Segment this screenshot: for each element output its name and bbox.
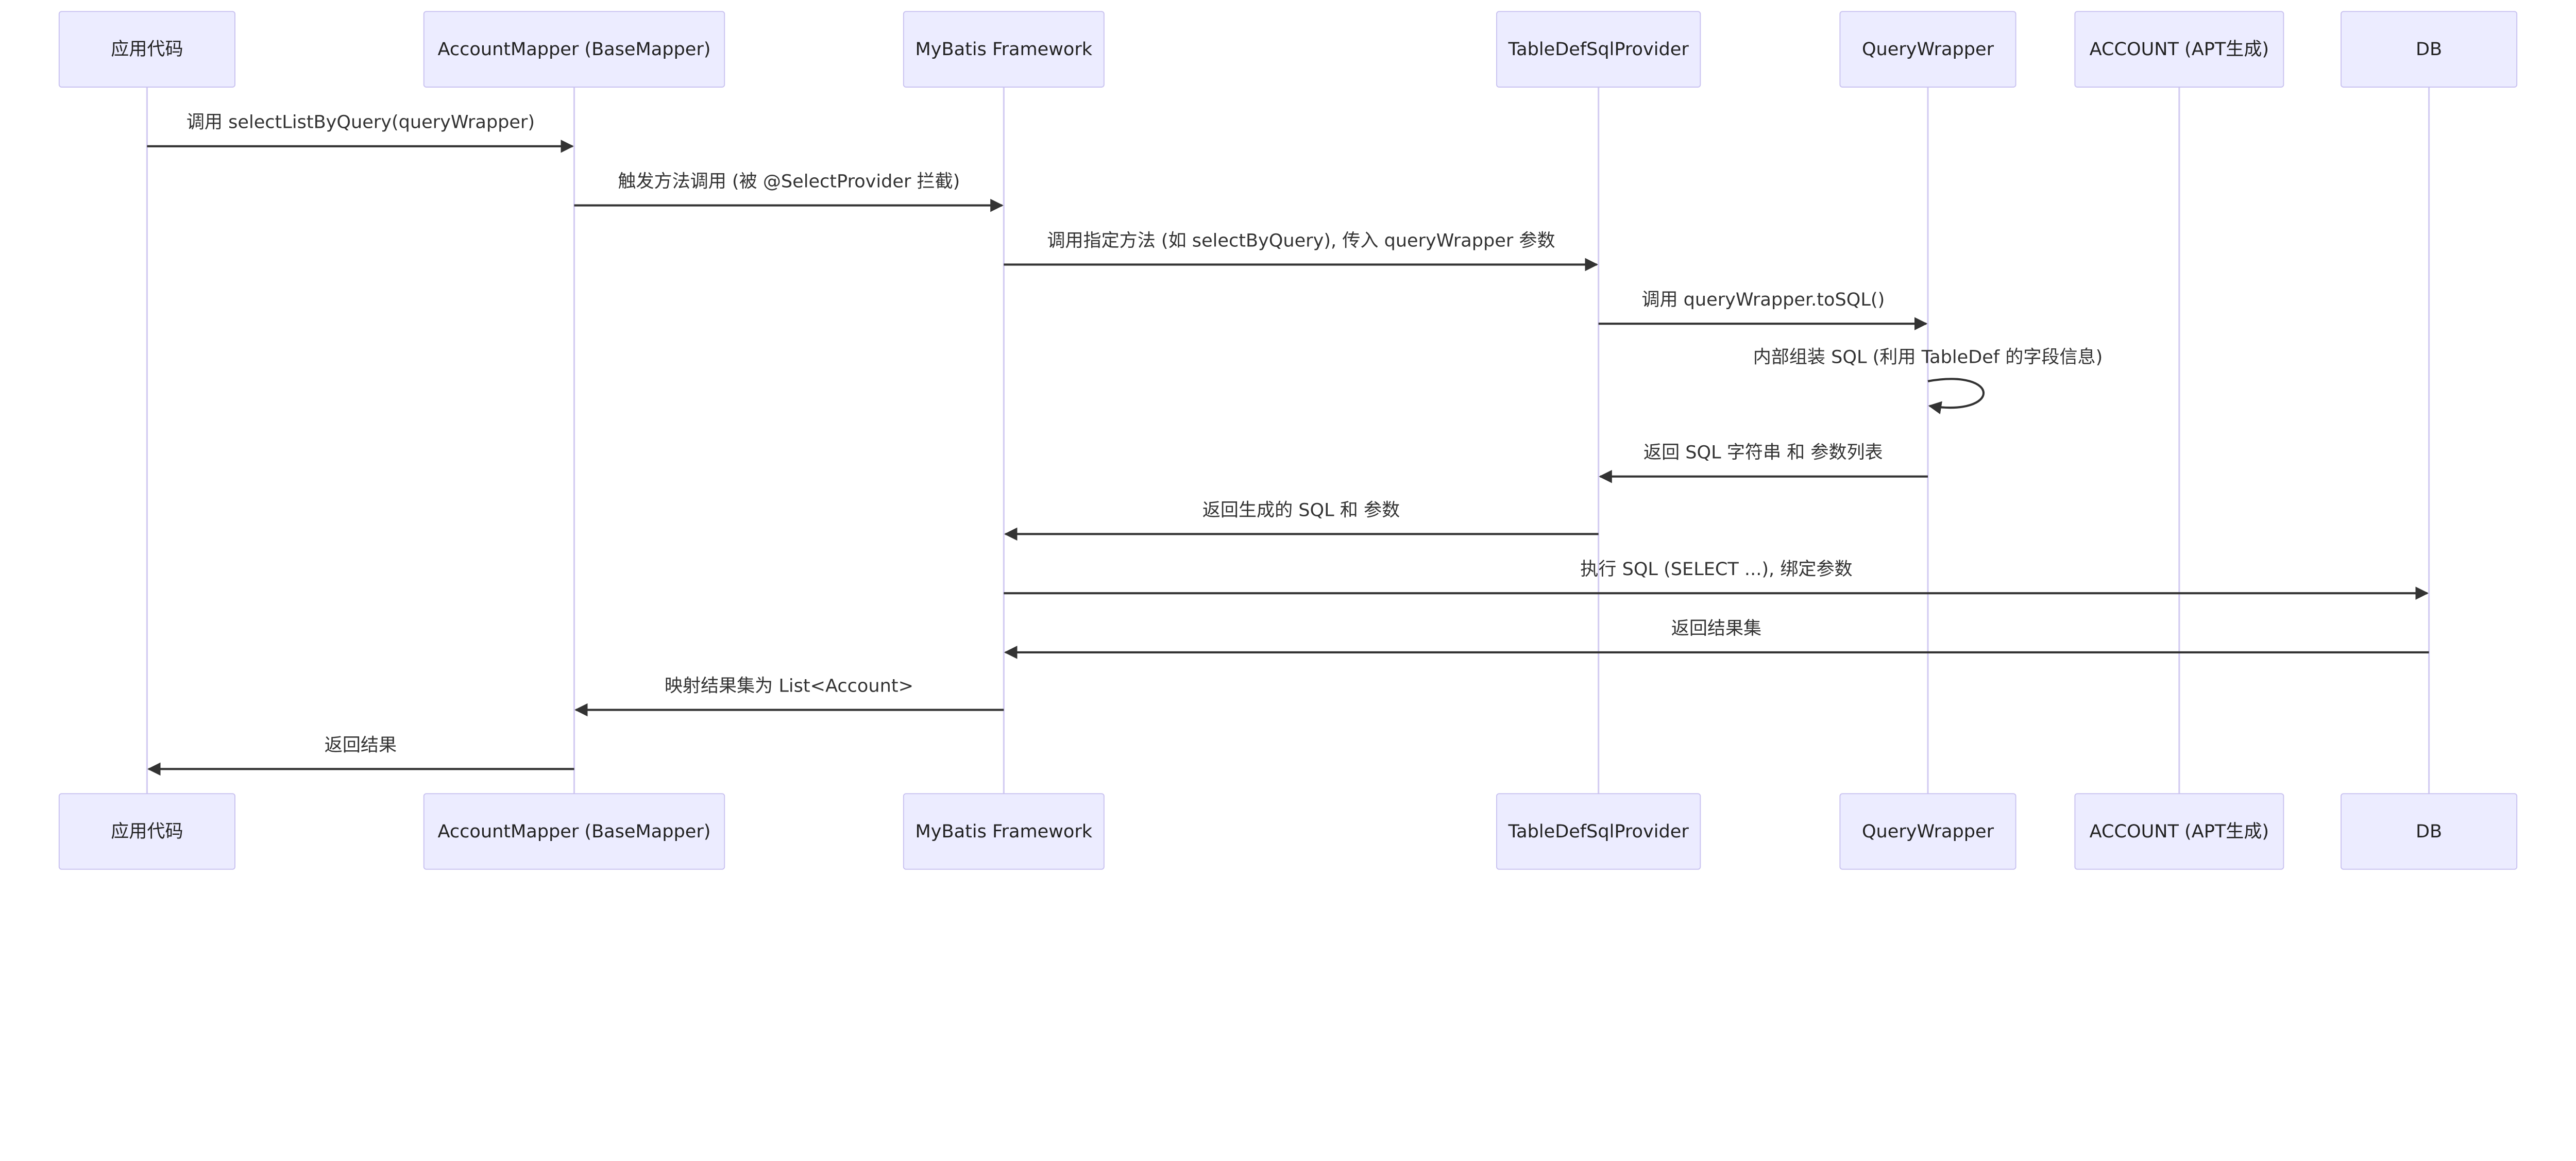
participant-label: TableDefSqlProvider (1508, 821, 1689, 842)
participant-label: DB (2416, 39, 2442, 60)
participant-top[interactable]: AccountMapper (BaseMapper) (423, 11, 725, 88)
participant-box (903, 11, 1105, 88)
message-label: 映射结果集为 List<Account> (665, 675, 913, 696)
self-message-arrow (1927, 378, 1985, 414)
message-label: 返回生成的 SQL 和 参数 (1202, 499, 1400, 520)
participant-label: ACCOUNT (APT生成) (2090, 821, 2269, 842)
participant-label: QueryWrapper (1862, 821, 1994, 842)
participant-box (58, 793, 235, 870)
participant-box (58, 11, 235, 88)
message: 返回 SQL 字符串 和 参数列表 (1599, 442, 1928, 483)
participant-label: DB (2416, 821, 2442, 842)
participant-box (903, 793, 1105, 870)
participant-top[interactable]: 应用代码 (58, 11, 235, 88)
message: 调用 queryWrapper.toSQL() (1598, 289, 1928, 330)
message: 调用指定方法 (如 selectByQuery), 传入 queryWrappe… (1004, 230, 1599, 272)
message: 映射结果集为 List<Account> (574, 675, 1004, 717)
participant-box (1496, 793, 1701, 870)
participant-label: QueryWrapper (1862, 39, 1994, 60)
participant-label: 应用代码 (111, 39, 183, 60)
message-label: 返回结果集 (1671, 618, 1761, 639)
message: 内部组装 SQL (利用 TableDef 的字段信息) (1753, 347, 2103, 414)
message: 执行 SQL (SELECT ...), 绑定参数 (1004, 559, 2429, 600)
participant-top[interactable]: TableDefSqlProvider (1496, 11, 1701, 88)
participant-box (2341, 11, 2518, 88)
participant-box (1839, 11, 2016, 88)
participant-box (1496, 11, 1701, 88)
participant-box (2074, 793, 2284, 870)
participant-bottom[interactable]: QueryWrapper (1839, 793, 2016, 870)
participant-label: 应用代码 (111, 821, 183, 842)
participant-top[interactable]: ACCOUNT (APT生成) (2074, 11, 2284, 88)
message: 调用 selectListByQuery(queryWrapper) (147, 112, 574, 153)
participant-box (2074, 11, 2284, 88)
message-label: 调用 selectListByQuery(queryWrapper) (187, 112, 535, 133)
participant-label: TableDefSqlProvider (1508, 39, 1689, 60)
message-label: 触发方法调用 (被 @SelectProvider 拦截) (618, 171, 960, 192)
message: 触发方法调用 (被 @SelectProvider 拦截) (574, 171, 1004, 212)
participant-label: MyBatis Framework (916, 39, 1093, 60)
participant-label: AccountMapper (BaseMapper) (437, 821, 710, 842)
message-label: 返回结果 (325, 734, 397, 755)
participant-box (423, 793, 725, 870)
message: 返回生成的 SQL 和 参数 (1004, 499, 1599, 541)
message-label: 内部组装 SQL (利用 TableDef 的字段信息) (1753, 347, 2103, 368)
participant-top[interactable]: MyBatis Framework (903, 11, 1105, 88)
participant-bottom[interactable]: DB (2341, 793, 2518, 870)
participant-bottom[interactable]: ACCOUNT (APT生成) (2074, 793, 2284, 870)
participant-top[interactable]: DB (2341, 11, 2518, 88)
participant-box (1839, 793, 2016, 870)
participant-label: MyBatis Framework (916, 821, 1093, 842)
message-label: 调用指定方法 (如 selectByQuery), 传入 queryWrappe… (1047, 230, 1555, 251)
message-label: 调用 queryWrapper.toSQL() (1641, 289, 1885, 310)
participant-box (2341, 793, 2518, 870)
participant-bottom[interactable]: TableDefSqlProvider (1496, 793, 1701, 870)
message-label: 返回 SQL 字符串 和 参数列表 (1643, 442, 1883, 463)
participant-bottom[interactable]: MyBatis Framework (903, 793, 1105, 870)
message-label: 执行 SQL (SELECT ...), 绑定参数 (1580, 559, 1852, 580)
participant-bottom[interactable]: 应用代码 (58, 793, 235, 870)
message: 返回结果 (147, 734, 574, 776)
message: 返回结果集 (1004, 618, 2429, 659)
participant-label: ACCOUNT (APT生成) (2090, 39, 2269, 60)
participant-box (423, 11, 725, 88)
participant-bottom[interactable]: AccountMapper (BaseMapper) (423, 793, 725, 870)
participant-top[interactable]: QueryWrapper (1839, 11, 2016, 88)
participant-label: AccountMapper (BaseMapper) (437, 39, 710, 60)
